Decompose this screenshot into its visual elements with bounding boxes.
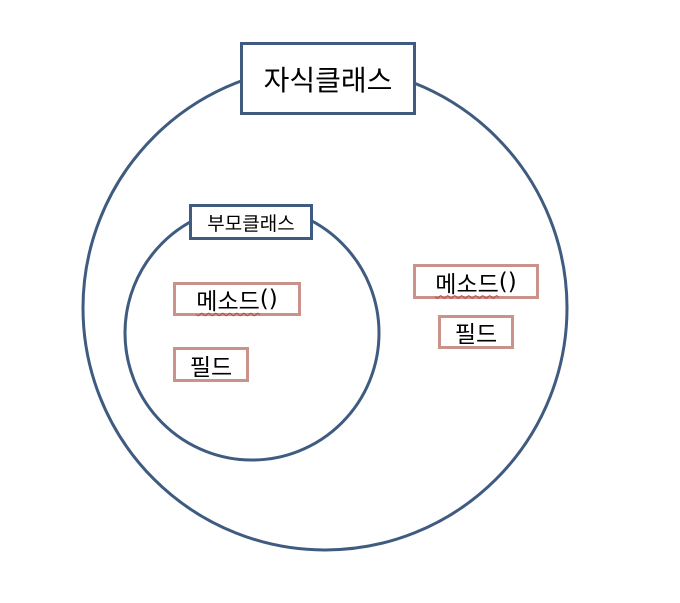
parent-class-circle [123,204,381,462]
child-class-circle [81,64,569,552]
parent-field-label: 필드 [189,354,233,381]
parent-class-label: 부모클래스 [207,212,295,235]
child-method-parens: () [498,268,517,295]
child-class-label: 자식클래스 [263,63,393,97]
parent-method-box: 메소드() [173,282,301,316]
parent-field-box: 필드 [173,347,249,382]
child-field-label: 필드 [454,322,498,348]
child-method-word: 메소드 [435,271,499,298]
child-class-label-box: 자식클래스 [240,42,416,115]
child-field-box: 필드 [438,315,514,349]
parent-method-word: 메소드 [196,289,260,315]
child-method-box: 메소드() [413,264,539,299]
parent-method-parens: () [259,286,278,312]
parent-class-label-box: 부모클래스 [189,204,313,240]
